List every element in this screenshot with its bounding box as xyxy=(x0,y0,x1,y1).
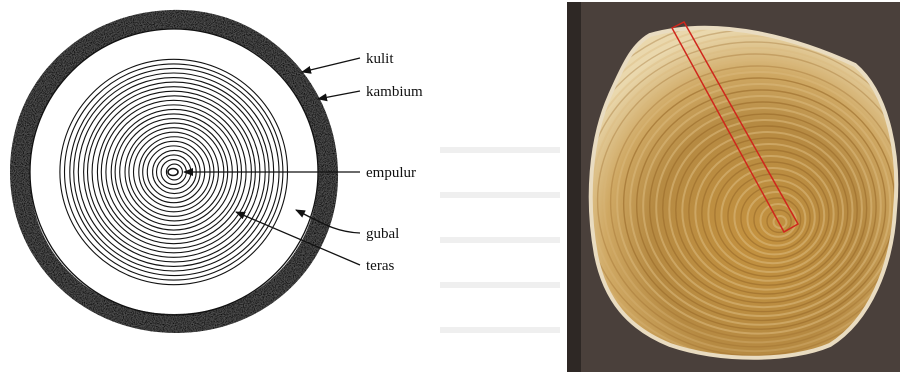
leader-kulit xyxy=(302,58,360,72)
label-kulit: kulit xyxy=(366,51,394,67)
label-kambium: kambium xyxy=(366,84,423,100)
label-gubal: gubal xyxy=(366,226,399,242)
background-bleed-through xyxy=(440,150,560,330)
leader-kambium xyxy=(318,91,360,99)
label-teras: teras xyxy=(366,258,394,274)
labels: kulit kambium empulur gubal teras xyxy=(366,51,423,274)
log-cross-section-photo xyxy=(558,2,900,372)
label-empulur: empulur xyxy=(366,165,416,181)
